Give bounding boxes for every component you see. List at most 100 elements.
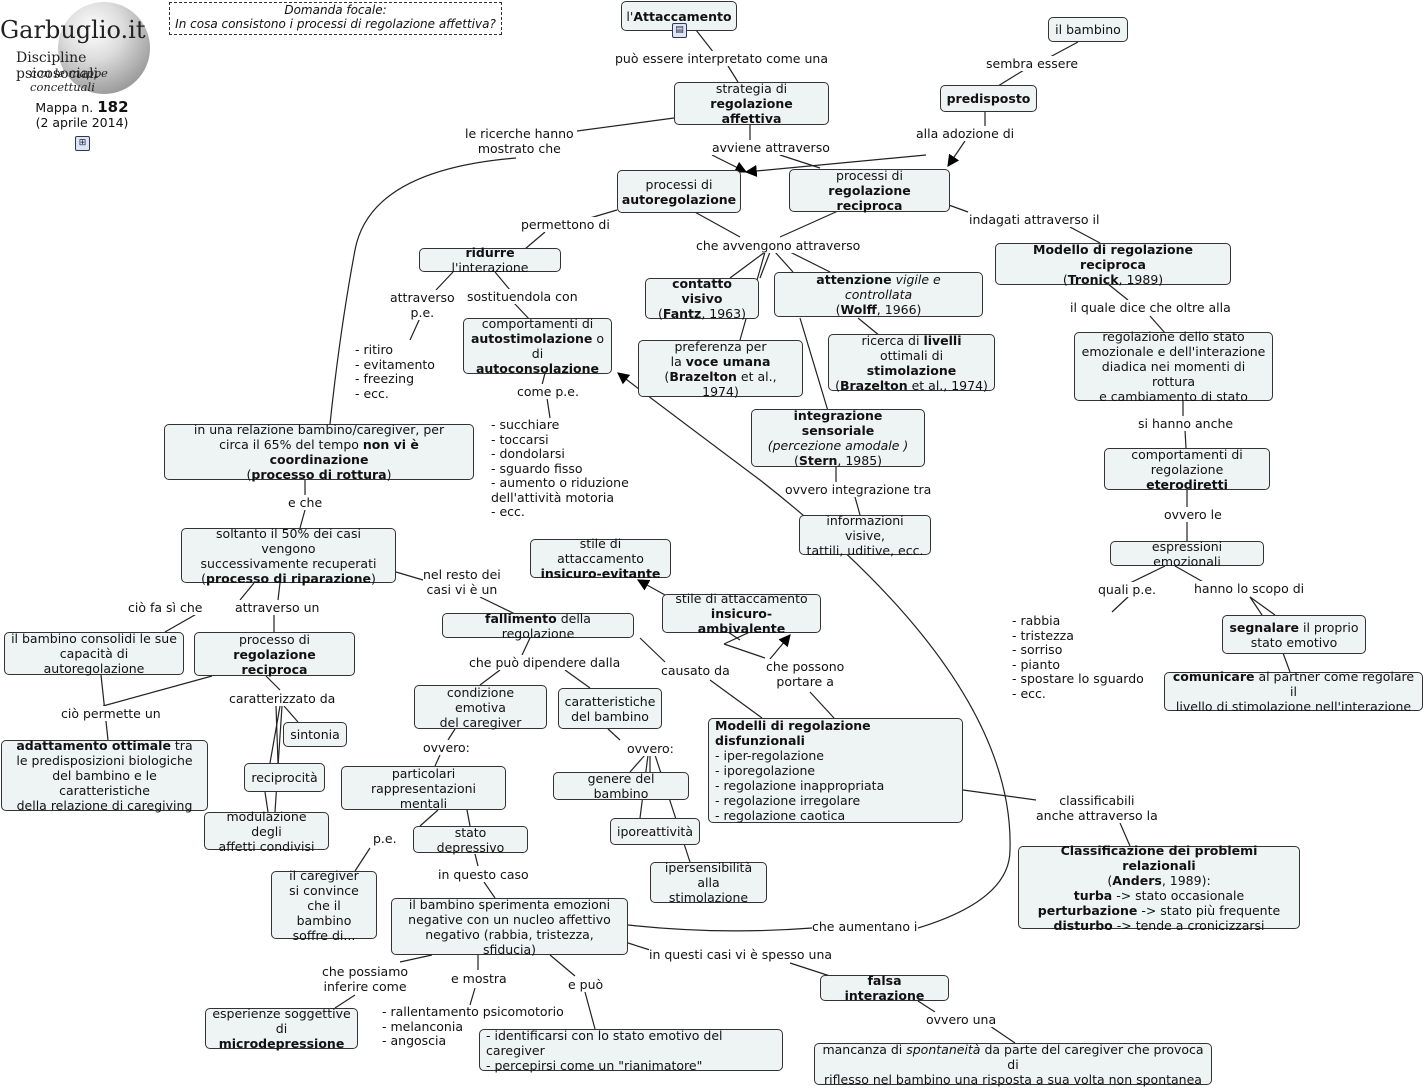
document-icon[interactable]: ▤ xyxy=(672,23,687,38)
link-label: avviene attraverso xyxy=(712,140,830,155)
disfunzionali-item: - iporegolazione xyxy=(715,763,816,778)
concept-iporeattivita[interactable]: iporeattività xyxy=(610,818,700,845)
concept-attenzione-vigile[interactable]: attenzione vigile e controllata (Wolff, … xyxy=(774,272,983,317)
concept-condizione-emotiva-caregiver[interactable]: condizione emotiva del caregiver xyxy=(414,685,547,730)
concept-segnalare-stato-emotivo[interactable]: segnalare il proprio stato emotivo xyxy=(1222,615,1366,654)
concept-genere-bambino[interactable]: genere del bambino xyxy=(553,771,689,801)
link-label: causato da xyxy=(661,663,730,678)
concept-voce-umana[interactable]: preferenza per la voce umana (Brazelton … xyxy=(638,339,803,399)
concept-regolazione-stato-emozionale[interactable]: regolazione dello stato emozionale e del… xyxy=(1074,329,1273,404)
concept-caregiver-si-convince[interactable]: il caregiver si convince che il bambino … xyxy=(271,868,377,943)
concept-fallimento-regolazione[interactable]: fallimento della regolazione xyxy=(442,611,634,641)
link-label: e che xyxy=(288,495,323,510)
link-label: ciò permette un xyxy=(61,706,161,721)
link-label: in questi casi vi è spesso una xyxy=(649,947,833,962)
concept-modulazione-affetti[interactable]: modulazione degli affetti condivisi xyxy=(204,809,329,854)
link-label: ovvero le xyxy=(1164,507,1222,522)
link-label: ovvero integrazione tra xyxy=(785,482,932,497)
concept-il-bambino[interactable]: il bambino xyxy=(1048,17,1128,42)
link-label: e può xyxy=(568,977,604,992)
brand-title: Garbuglio.it xyxy=(0,16,146,44)
concept-rappresentazioni-mentali[interactable]: particolari rappresentazioni mentali xyxy=(341,766,506,811)
link-label: p.e. xyxy=(373,831,397,846)
concept-falsa-interazione[interactable]: falsa interazione xyxy=(820,973,949,1003)
link-label: come p.e. xyxy=(517,384,579,399)
link-label: può essere interpretato come una xyxy=(615,51,828,66)
link-label: hanno lo scopo di xyxy=(1194,581,1305,596)
link-label: sembra essere xyxy=(986,56,1079,71)
list-ritiro: - ritiro- evitamento - freezing- ecc. xyxy=(355,342,435,401)
concept-processo-di-riparazione[interactable]: soltanto il 50% dei casi vengono success… xyxy=(181,526,396,586)
concept-reciprocita[interactable]: reciprocità xyxy=(244,763,325,792)
concept-modello-tronick[interactable]: Modello di regolazione reciproca (Tronic… xyxy=(995,242,1231,287)
concept-comportamenti-eterodiretti[interactable]: comportamenti di regolazione eterodirett… xyxy=(1104,447,1270,492)
map-date: (2 aprile 2014) xyxy=(35,115,129,130)
list-rallentamento: - rallentamento psicomotorio- melanconia… xyxy=(382,1004,564,1048)
concept-caratteristiche-bambino[interactable]: caratteristiche del bambino xyxy=(558,688,662,729)
link-label: si hanno anche xyxy=(1138,416,1234,431)
concept-predisposto[interactable]: predisposto xyxy=(940,85,1037,112)
concept-microdepressione[interactable]: esperienze soggettive di microdepression… xyxy=(205,1006,358,1051)
concept-modelli-disfunzionali[interactable]: Modelli di regolazione disfunzionali - i… xyxy=(708,718,963,823)
concept-sintonia[interactable]: sintonia xyxy=(283,722,347,747)
concept-ridurre-interazione[interactable]: ridurre l'interazione xyxy=(419,245,561,275)
map-icon[interactable]: ⊞ xyxy=(75,136,90,151)
focal-title: Domanda focale: xyxy=(284,3,387,17)
concept-processo-di-rottura[interactable]: in una relazione bambino/caregiver, per … xyxy=(164,422,474,482)
link-label: alla adozione di xyxy=(916,126,1015,141)
list-succhiare: - succhiare- toccarsi - dondolarsi- sgua… xyxy=(491,417,629,519)
link-label: che può dipendere dalla xyxy=(469,655,621,670)
disfunzionali-item: - regolazione caotica xyxy=(715,808,846,823)
concept-stato-depressivo[interactable]: stato depressivo xyxy=(413,825,528,855)
concept-bambino-sperimenta-emozioni[interactable]: il bambino sperimenta emozioni negative … xyxy=(391,897,628,957)
concept-livelli-stimolazione[interactable]: ricerca di livelli ottimali di stimolazi… xyxy=(828,333,995,393)
concept-informazioni-visive[interactable]: informazioni visive, tattili, uditive, e… xyxy=(799,513,931,558)
link-label: e mostra xyxy=(451,971,507,986)
link-label: il quale dice che oltre alla xyxy=(1070,300,1231,315)
brand-tagline: con le mappe concettuali xyxy=(30,66,108,94)
link-label: permettono di xyxy=(521,217,610,232)
link-label: indagati attraverso il xyxy=(969,212,1100,227)
concept-contatto-visivo[interactable]: contatto visivo (Fantz, 1963) xyxy=(645,276,759,321)
concept-classificazione-anders[interactable]: Classificazione dei problemi relazionali… xyxy=(1018,843,1300,933)
link-label: quali p.e. xyxy=(1098,582,1157,597)
link-label: caratterizzato da xyxy=(229,691,336,706)
link-label: ovvero una xyxy=(926,1012,997,1027)
concept-ipersensibilita[interactable]: ipersensibilità alla stimolazione xyxy=(650,860,767,905)
concept-adattamento-ottimale[interactable]: adattamento ottimale tra le predisposizi… xyxy=(1,738,208,813)
brand-subtitle: Discipline psicosociali xyxy=(16,50,99,82)
concept-integrazione-sensoriale[interactable]: integrazione sensoriale (percezione amod… xyxy=(751,408,925,468)
link-label: che avvengono attraverso xyxy=(696,238,861,253)
map-number: Mappa n. 182 (2 aprile 2014) xyxy=(35,98,129,131)
disfunzionali-item: - regolazione irregolare xyxy=(715,793,861,808)
concept-identificarsi-caregiver[interactable]: - identificarsi con lo stato emotivo del… xyxy=(479,1028,783,1073)
disfunzionali-item: - iper-regolazione xyxy=(715,748,824,763)
link-label: ciò fa sì che xyxy=(128,600,203,615)
focal-question-box: Domanda focale: In cosa consistono i pro… xyxy=(169,2,502,35)
focal-question: In cosa consistono i processi di regolaz… xyxy=(175,17,496,31)
link-label: che aumentano i xyxy=(812,919,918,934)
link-label: attraverso un xyxy=(235,600,320,615)
disfunzionali-item: - regolazione inappropriata xyxy=(715,778,885,793)
concept-capacita-autoregolazione[interactable]: il bambino consolidi le sue capacità di … xyxy=(4,631,184,676)
link-label: ovvero: xyxy=(423,740,470,755)
concept-comunicare-al-partner[interactable]: comunicare al partner come regolare il l… xyxy=(1164,669,1423,714)
concept-espressioni-emozionali[interactable]: espressioni emozionali xyxy=(1110,539,1264,569)
link-label: ovvero: xyxy=(627,741,674,756)
concept-autostimolazione[interactable]: comportamenti di autostimolazione o di a… xyxy=(463,316,612,376)
concept-mancanza-spontaneita[interactable]: mancanza di spontaneità da parte del car… xyxy=(814,1042,1212,1087)
list-rabbia: - rabbia- tristezza - sorriso- pianto - … xyxy=(1012,613,1144,701)
